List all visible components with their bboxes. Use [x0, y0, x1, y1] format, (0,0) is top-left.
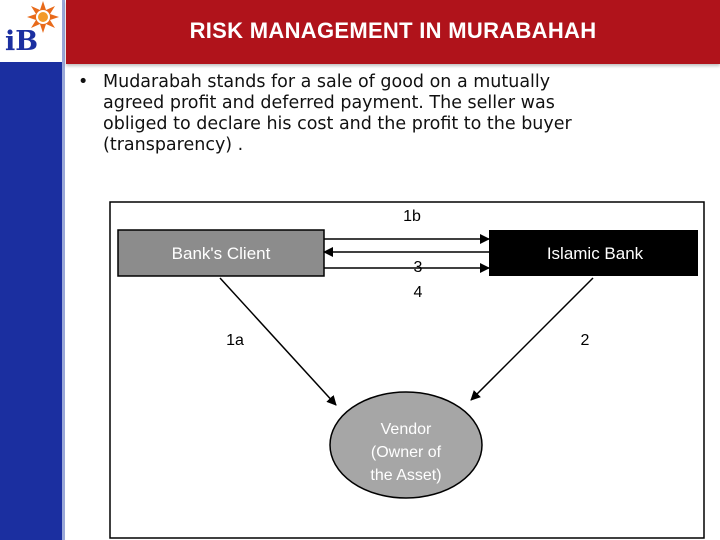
vendor-label-line3: the Asset) — [370, 467, 441, 484]
bullet-symbol: • — [78, 72, 89, 92]
vendor-ellipse — [329, 391, 483, 499]
bullet-item: • Mudarabah stands for a sale of good on… — [78, 72, 698, 156]
vendor-label-line2: (Owner of — [371, 444, 442, 461]
slide-title: RISK MANAGEMENT IN MURABAHAH — [189, 18, 597, 43]
islamic-bank-label: Islamic Bank — [547, 244, 644, 263]
sun-star-icon — [27, 1, 59, 33]
title-bar: RISK MANAGEMENT IN MURABAHAH — [66, 0, 720, 64]
vendor-label-line1: Vendor — [381, 421, 432, 438]
sidebar-edge — [62, 0, 65, 540]
arrow-1a — [219, 277, 337, 406]
label-4: 4 — [414, 284, 423, 301]
left-sidebar-bar — [0, 0, 62, 540]
bank-client-box — [117, 229, 325, 277]
bank-client-label: Bank's Client — [172, 244, 271, 263]
arrow-2 — [470, 277, 594, 401]
logo: iB — [0, 0, 62, 62]
logo-text: iB — [5, 26, 39, 57]
bullet-text: Mudarabah stands for a sale of good on a… — [103, 72, 572, 155]
label-2: 2 — [581, 332, 590, 349]
label-1a: 1a — [226, 332, 244, 349]
label-1b: 1b — [403, 208, 421, 225]
murabahah-diagram: Bank's Client Islamic Bank Vendor (Owner… — [109, 201, 705, 539]
islamic-bank-box — [489, 230, 698, 276]
